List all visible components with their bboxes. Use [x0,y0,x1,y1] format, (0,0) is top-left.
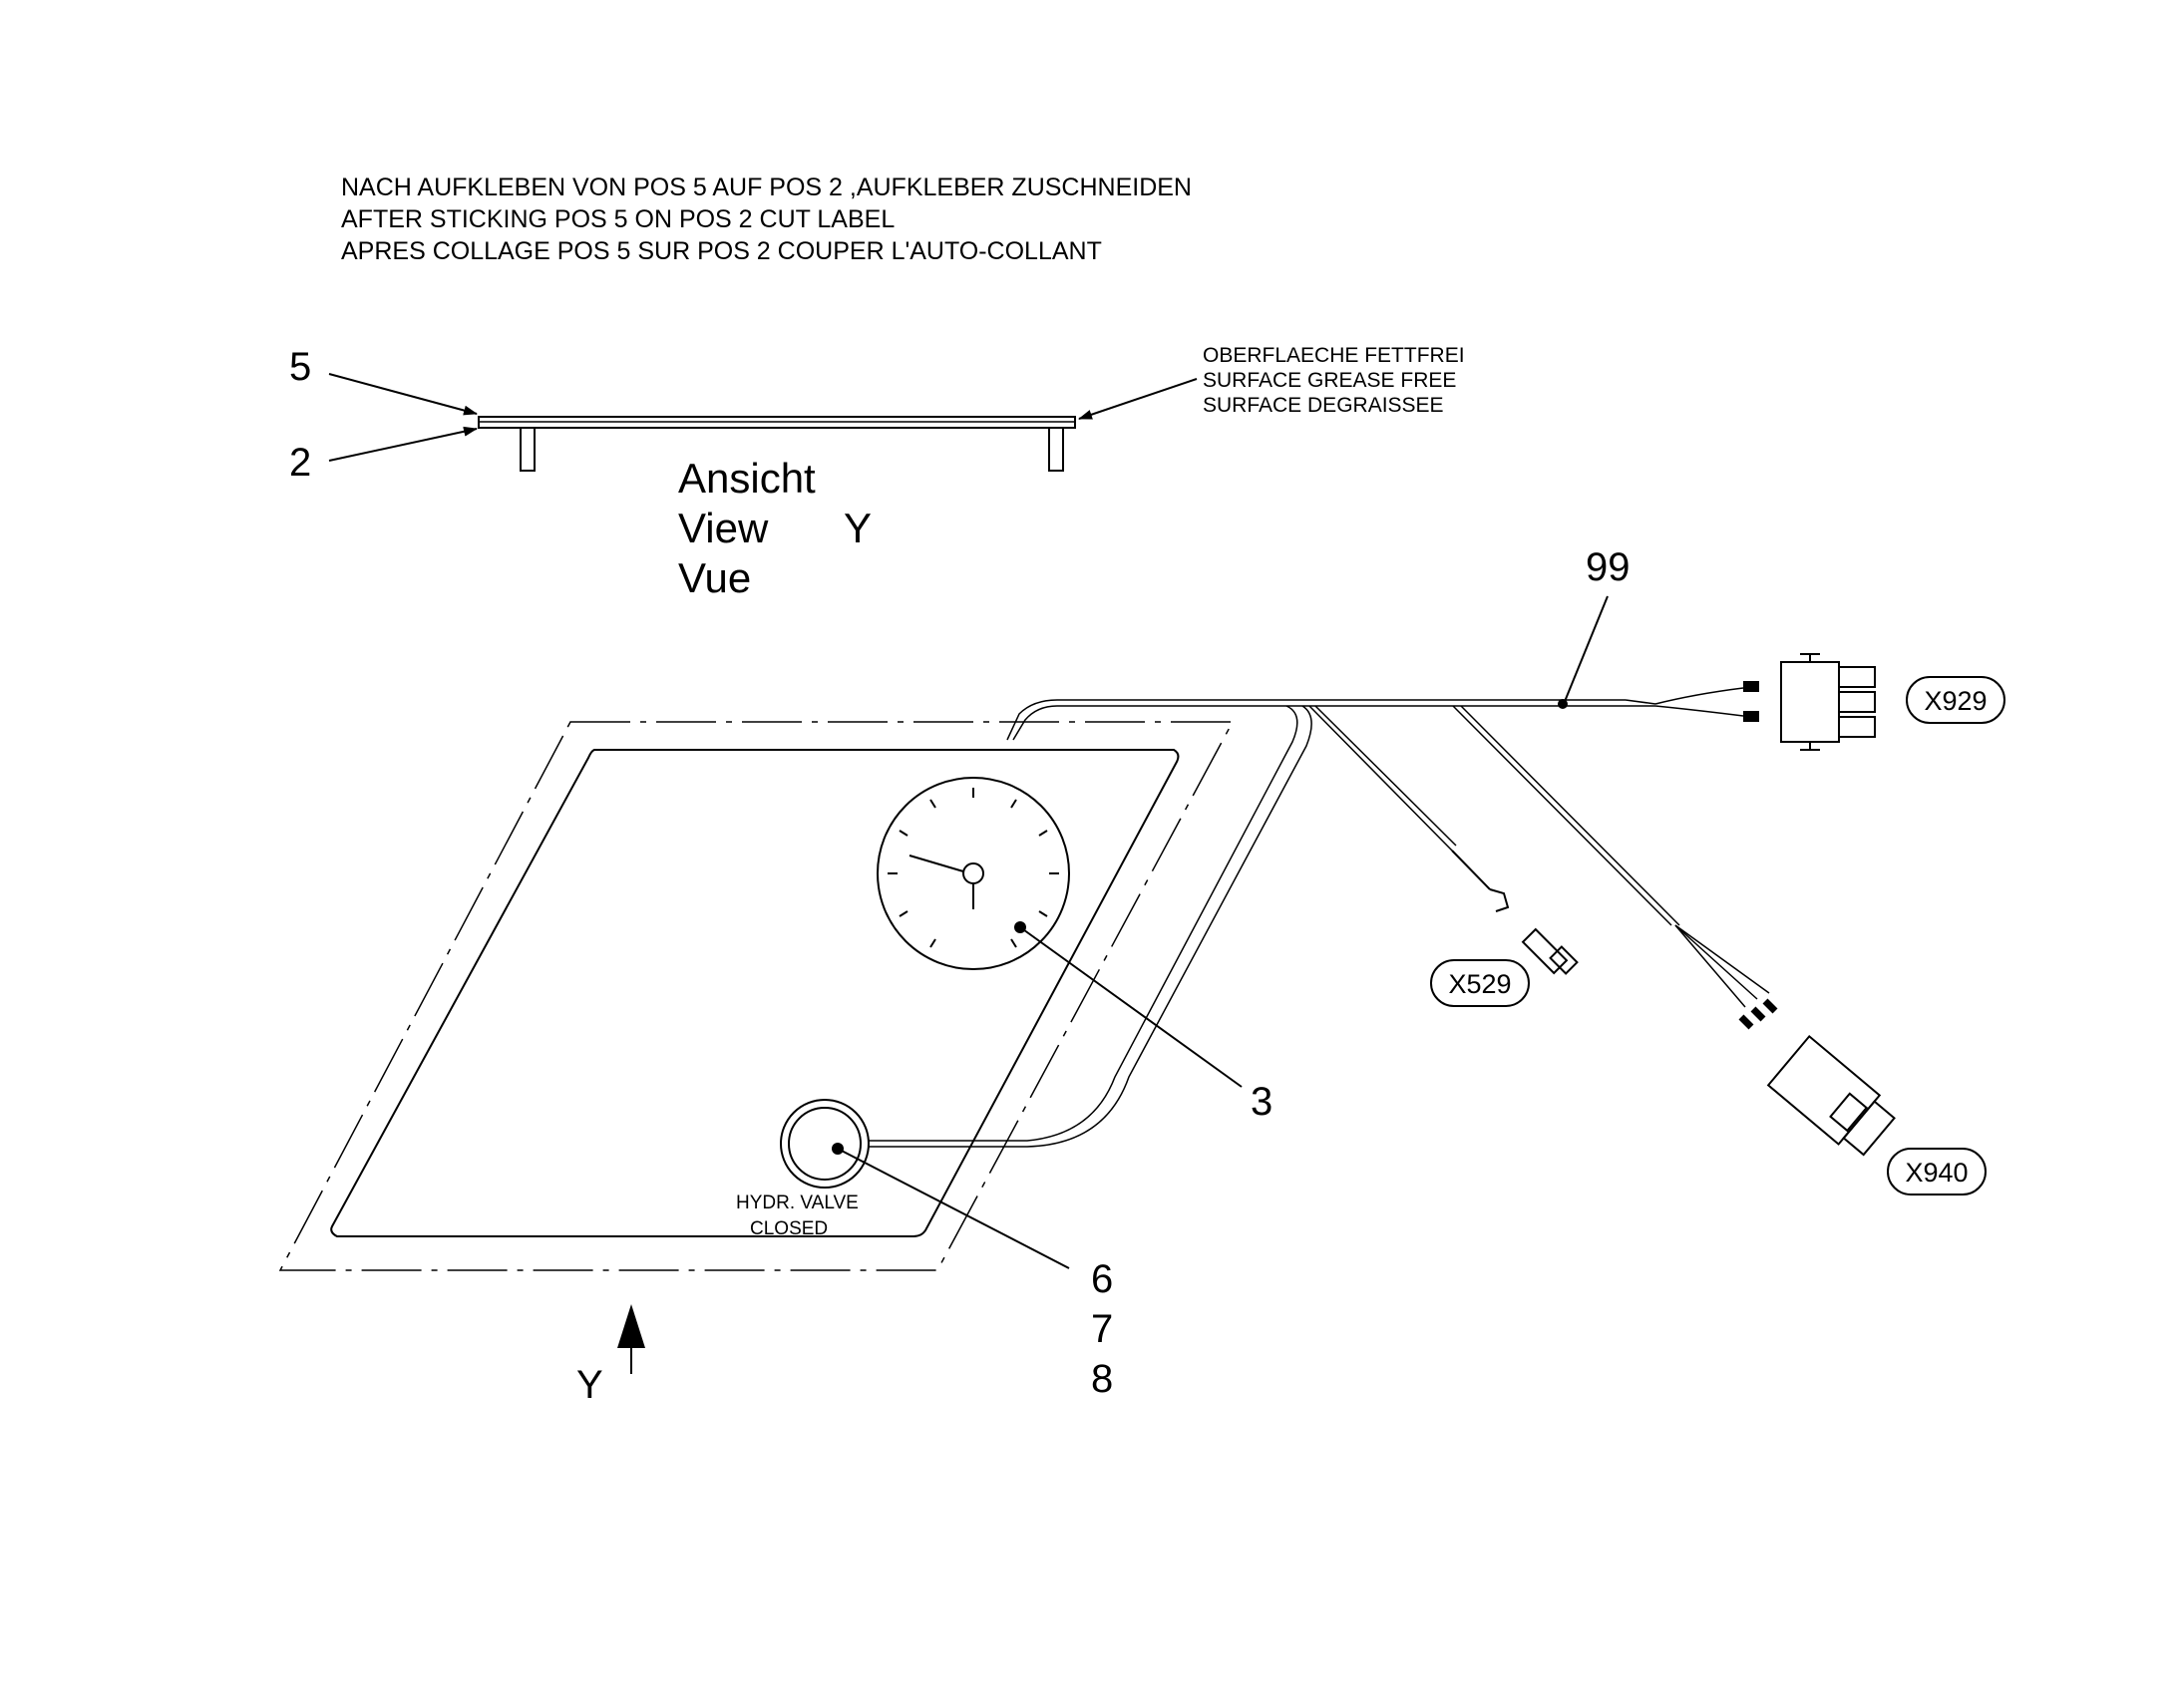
connector-x929 [1743,653,1876,751]
view-arrow-letter: Y [576,1363,603,1407]
position-2-label: 2 [289,441,311,485]
view-direction-arrow [617,1304,645,1374]
note-line-3: APRES COLLAGE POS 5 SUR POS 2 COUPER L'A… [341,237,1102,265]
side-view-panel [478,416,1076,472]
position-3-label: 3 [1251,1080,1272,1124]
position-8-label: 8 [1091,1357,1113,1401]
indicator-lamp [780,1099,870,1189]
x940-label: X940 [1905,1158,1968,1188]
position-6-label: 6 [1091,1257,1113,1301]
view-label-letter: Y [844,505,872,551]
position-99-label: 99 [1586,545,1631,589]
surface-note-line-2: SURFACE GREASE FREE [1203,369,1456,392]
valve-label-line-1: HYDR. VALVE [736,1193,859,1213]
valve-label-line-2: CLOSED [750,1218,828,1239]
position-99-leader [1563,595,1609,705]
view-label-ansicht: Ansicht [678,455,816,502]
connector-x940 [1738,998,1896,1157]
terminal-x529 [1489,888,1579,975]
position-3-leader [1019,926,1243,1088]
hour-meter-gauge [877,777,1070,970]
position-6-leader [837,1148,1070,1269]
position-5-leader [328,373,478,416]
note-line-2: AFTER STICKING POS 5 ON POS 2 CUT LABEL [341,205,895,233]
position-99-dot [1558,699,1568,709]
x940-label-box [1887,1148,1987,1196]
surface-note-line-1: OBERFLAECHE FETTFREI [1203,344,1465,367]
note-line-1: NACH AUFKLEBEN VON POS 5 AUF POS 2 ,AUFK… [341,173,1192,201]
view-label-vue: Vue [678,554,751,601]
x929-label-box [1906,676,2005,724]
x929-label: X929 [1924,686,1987,716]
view-label-view: View [678,505,769,551]
dashboard-panel [278,721,1235,1271]
wiring-harness [869,687,1770,1148]
position-5-label: 5 [289,345,311,389]
x529-label-box [1430,959,1530,1007]
surface-note-leader [1078,378,1198,420]
position-2-leader [328,426,478,462]
surface-note-line-3: SURFACE DEGRAISSEE [1203,394,1444,417]
x529-label: X529 [1448,969,1511,999]
position-7-label: 7 [1091,1307,1113,1351]
